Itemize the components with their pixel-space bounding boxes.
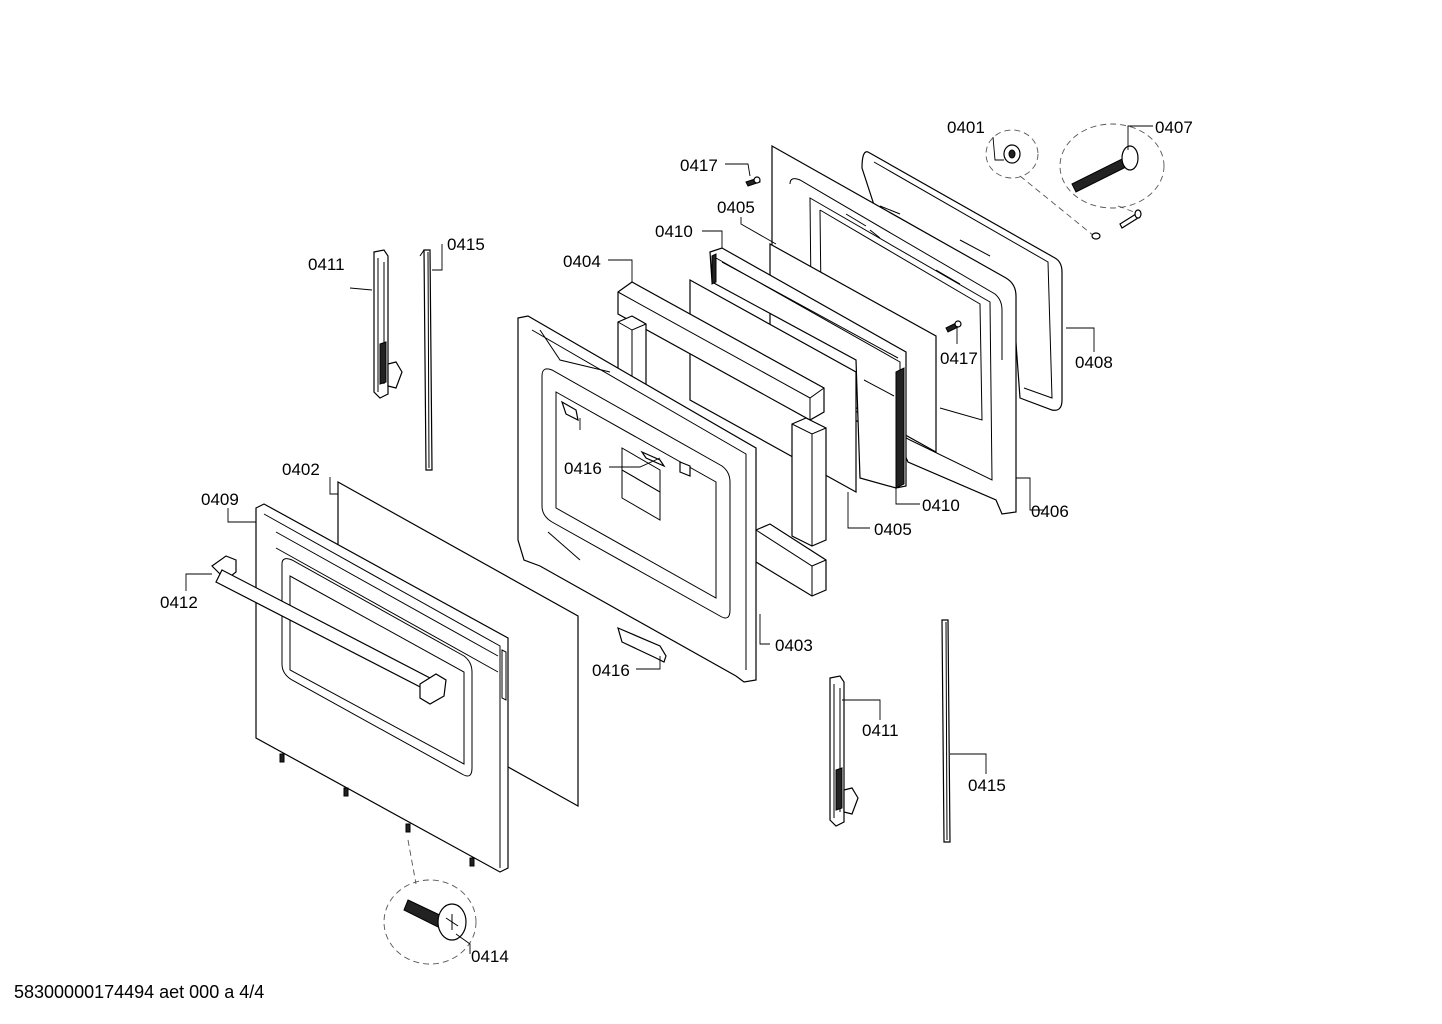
part-0415-strip-lower — [941, 619, 951, 843]
label-0416-upper: 0416 — [564, 459, 602, 478]
leader-lines — [185, 125, 1153, 954]
label-0414: 0414 — [471, 947, 509, 966]
label-0405-rear: 0405 — [717, 198, 755, 217]
label-0411-upper: 0411 — [308, 255, 345, 274]
part-0417-screw-top — [745, 176, 761, 187]
part-0411-hinge-upper — [373, 249, 403, 399]
part-0411-hinge-lower — [829, 675, 859, 827]
label-0402: 0402 — [282, 460, 320, 479]
part-0414-screw-detail — [383, 839, 477, 965]
label-0415-upper: 0415 — [447, 235, 485, 254]
label-0406: 0406 — [1031, 502, 1069, 521]
label-0410-top: 0410 — [655, 222, 693, 241]
part-0416-bracket-upper — [560, 400, 691, 477]
part-0409-outer-door — [255, 503, 509, 873]
label-0412: 0412 — [160, 593, 198, 612]
drawing-reference: 58300000174494 aet 000 a 4/4 — [14, 982, 265, 1002]
label-0415-lower: 0415 — [968, 776, 1006, 795]
part-0412-handle — [211, 555, 447, 705]
label-0401: 0401 — [947, 118, 985, 137]
label-0416-lower: 0416 — [592, 661, 630, 680]
label-0403: 0403 — [775, 636, 813, 655]
label-0411-lower: 0411 — [862, 721, 899, 740]
label-0410-bottom: 0410 — [922, 496, 960, 515]
label-0407: 0407 — [1155, 118, 1193, 137]
part-0407-bolt-detail — [1059, 123, 1165, 229]
part-0417-screw-right — [945, 320, 962, 333]
part-0415-strip-upper — [419, 249, 433, 471]
part-0403-door-frame — [517, 315, 757, 683]
part-0414-door-screws — [279, 753, 475, 867]
part-0408-rear-panel — [861, 151, 1063, 411]
part-0401-washer-detail — [985, 129, 1101, 240]
label-0404: 0404 — [563, 252, 601, 271]
label-0409: 0409 — [201, 490, 239, 509]
label-0408: 0408 — [1075, 353, 1113, 372]
part-0416-bracket-lower — [617, 626, 667, 663]
label-0417-right: 0417 — [940, 349, 978, 368]
label-0417-top: 0417 — [680, 156, 718, 175]
label-0405-front: 0405 — [874, 520, 912, 539]
